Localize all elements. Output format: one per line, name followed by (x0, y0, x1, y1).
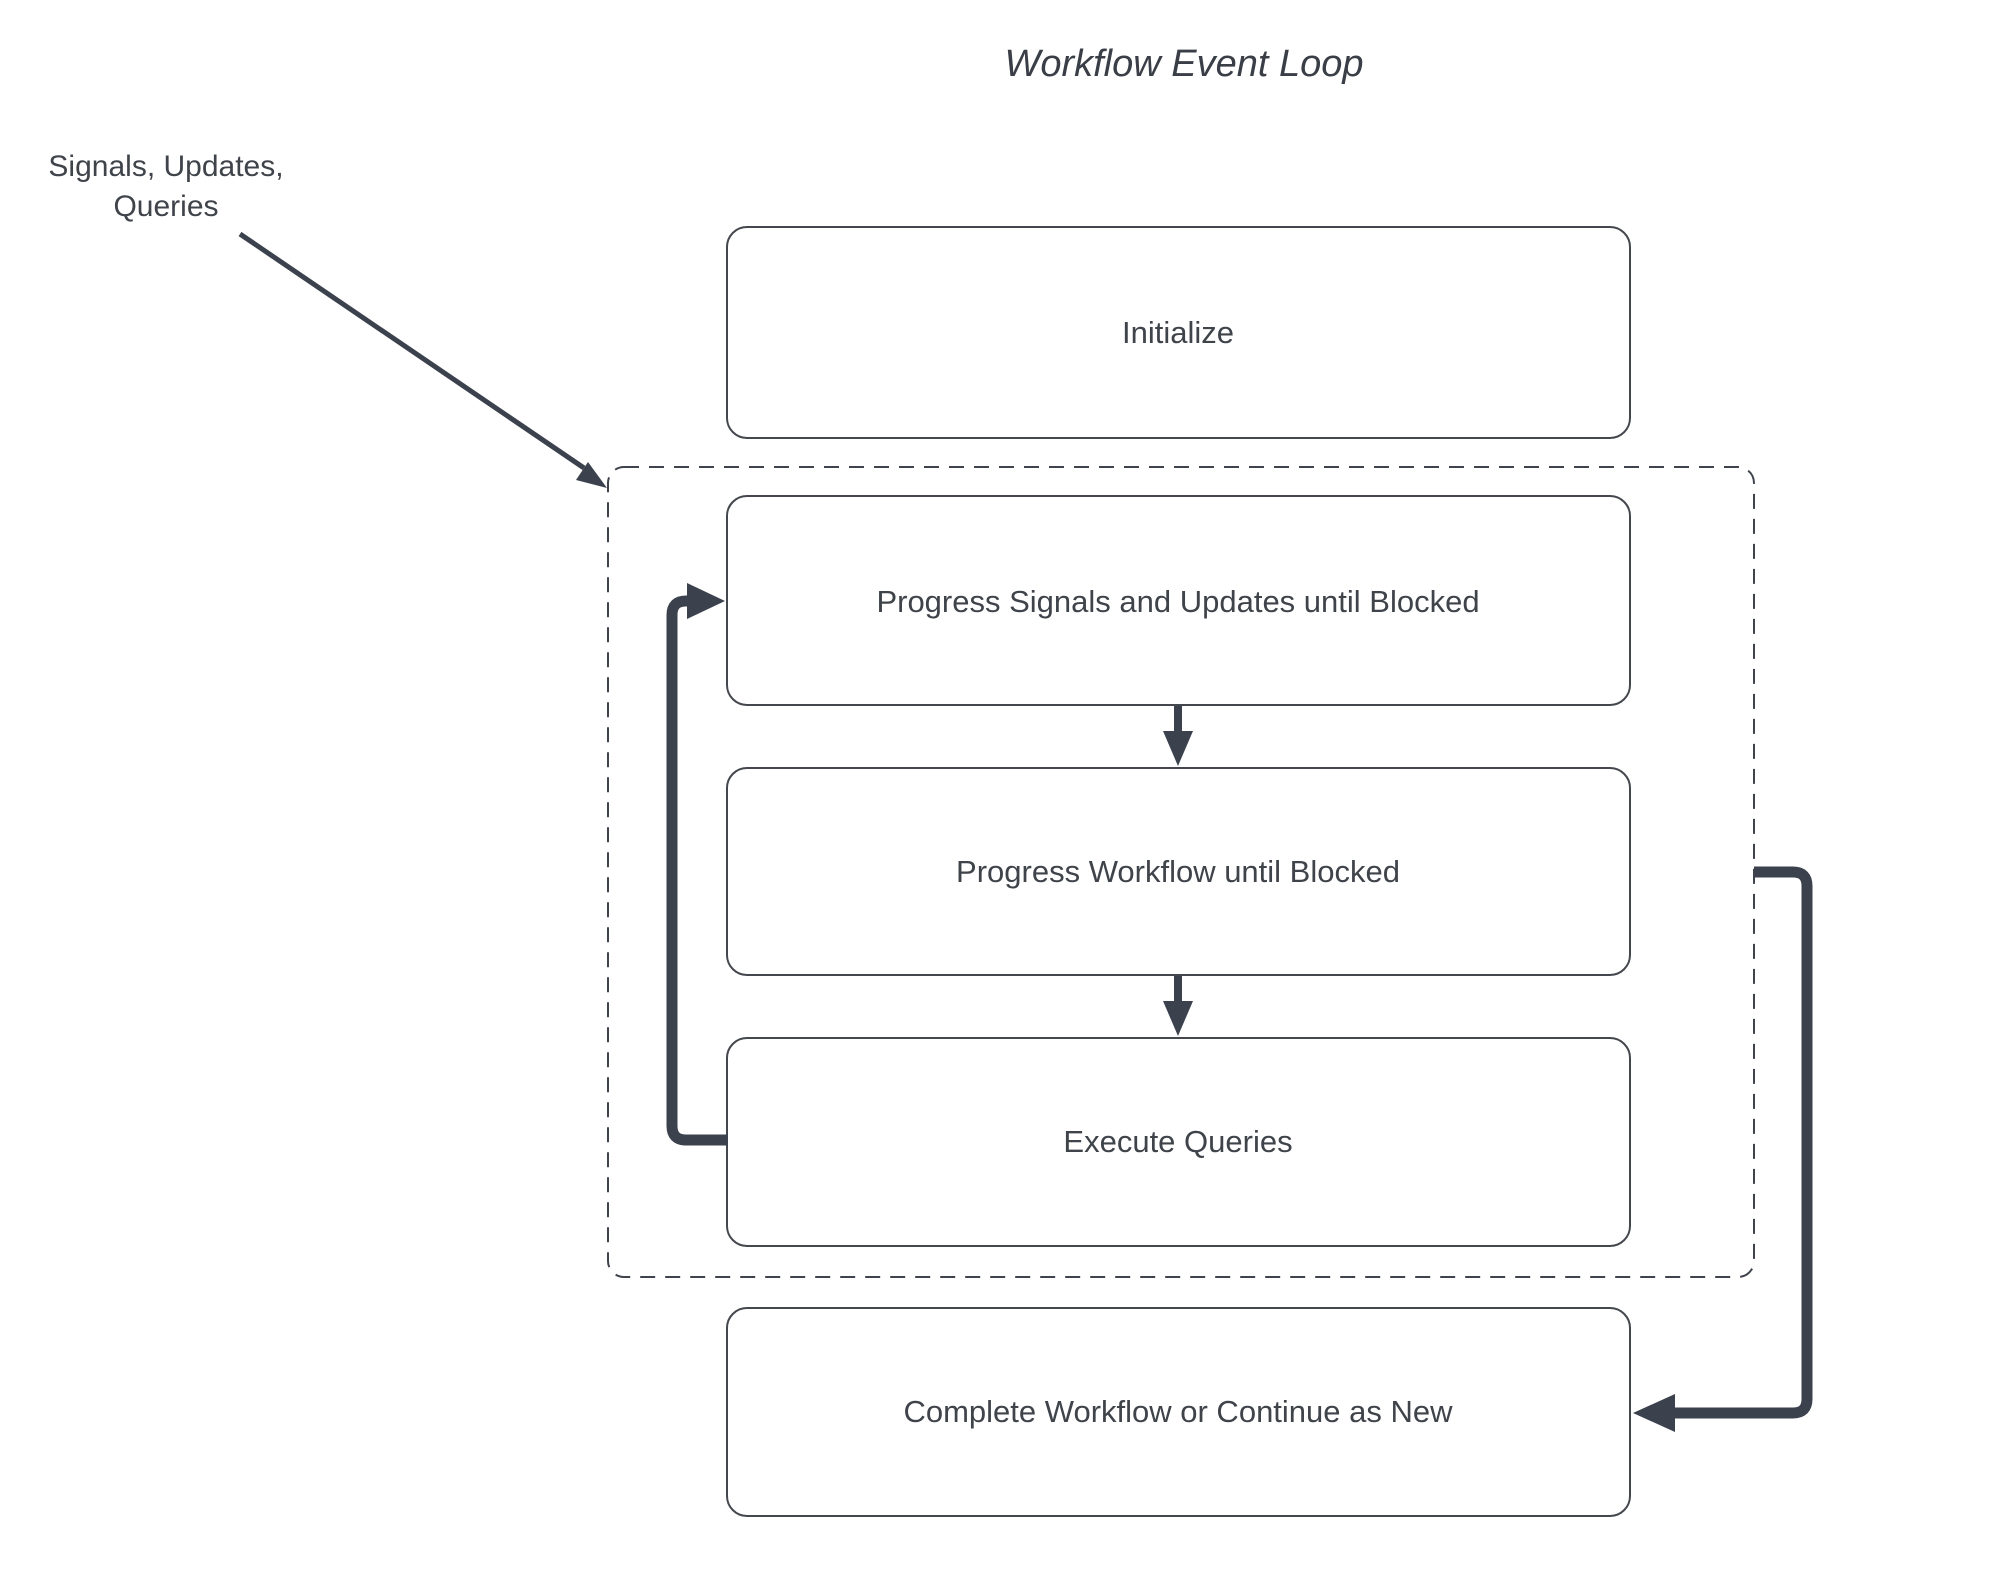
exit-loop-head-icon (1633, 1394, 1675, 1432)
node-execute-queries: Execute Queries (726, 1037, 1631, 1247)
node-initialize: Initialize (726, 226, 1631, 439)
loop-back-shaft (666, 595, 728, 1146)
arrow-loop-to-complete (1633, 866, 1813, 1432)
node-initialize-label: Initialize (1122, 315, 1234, 350)
node-progress-workflow: Progress Workflow until Blocked (726, 767, 1631, 976)
node-initialize-box (726, 226, 1631, 439)
node-progress-workflow-label: Progress Workflow until Blocked (956, 854, 1400, 889)
node-execute-queries-label: Execute Queries (1063, 1124, 1292, 1159)
loop-back-head-icon (687, 583, 725, 619)
exit-loop-shaft (1674, 866, 1813, 1419)
node-progress-signals: Progress Signals and Updates until Block… (726, 495, 1631, 706)
arrow-execute-queries-to-progress-signals (666, 583, 728, 1146)
arrow-down-2-head-icon (1163, 1001, 1193, 1036)
arrow-progress-workflow-to-execute-queries (1163, 976, 1193, 1036)
annotation-line-1: Signals, Updates, (48, 150, 283, 183)
node-progress-workflow-box (726, 767, 1631, 976)
annotation-signals-updates-queries: Signals, Updates, Queries (48, 150, 283, 223)
node-progress-signals-label: Progress Signals and Updates until Block… (876, 584, 1479, 619)
node-complete-workflow: Complete Workflow or Continue as New (726, 1307, 1631, 1517)
arrow-down-1-head-icon (1163, 731, 1193, 766)
arrow-signals-head-icon (576, 462, 607, 488)
arrow-progress-signals-to-progress-workflow (1163, 706, 1193, 766)
diagram-title: Workflow Event Loop (1004, 43, 1363, 85)
annotation-line-2: Queries (113, 190, 218, 223)
arrow-signals-shaft (238, 231, 586, 471)
node-progress-signals-box (726, 495, 1631, 706)
node-complete-workflow-box (726, 1307, 1631, 1517)
arrow-signals-to-loop (238, 231, 607, 488)
node-complete-workflow-label: Complete Workflow or Continue as New (903, 1394, 1453, 1429)
